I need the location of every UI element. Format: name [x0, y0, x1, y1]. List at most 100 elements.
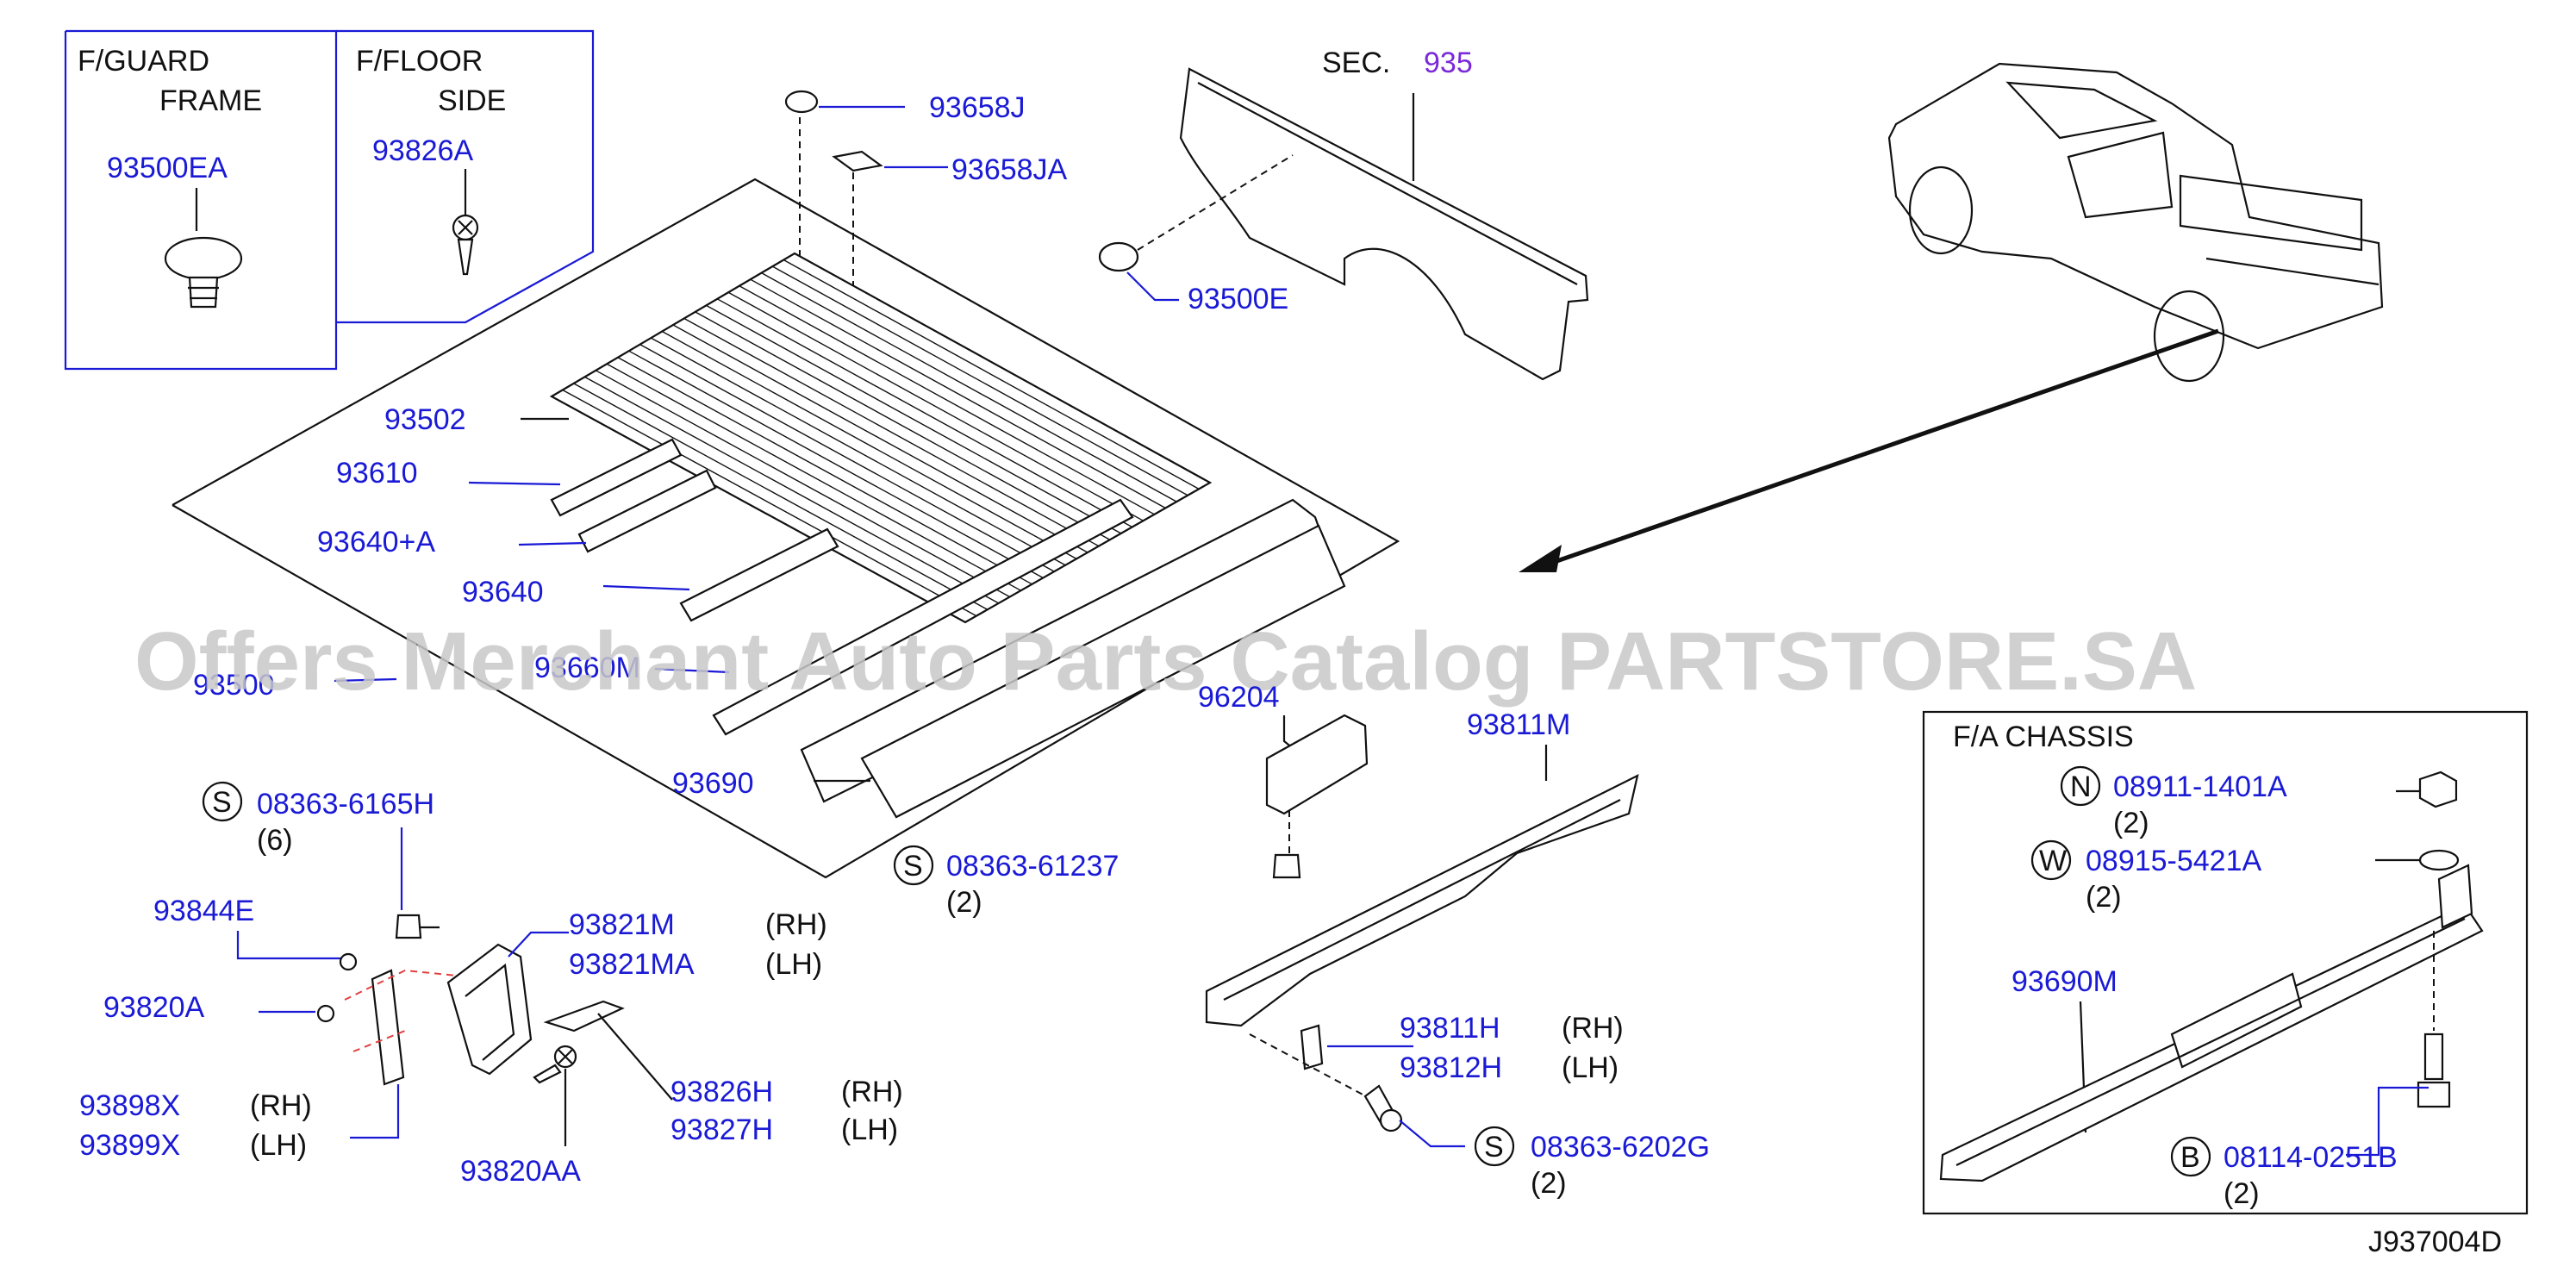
truck-illustration [1887, 62, 2384, 383]
floor-rib [750, 278, 1166, 509]
floor-rib [716, 298, 1132, 528]
floor-rib [651, 337, 1066, 566]
inset-chassis-title: F/A CHASSIS [1953, 721, 2134, 753]
fastener-s-08363-6165H: S 08363-6165H (6) [202, 781, 440, 939]
part-label-93690M[interactable]: 93690M [2012, 965, 2118, 998]
fender-panel [1179, 67, 1589, 381]
bracket-93826H [543, 1000, 673, 1101]
part-label-96204[interactable]: 96204 [1198, 681, 1280, 714]
rail-93811M [1205, 773, 1639, 1027]
part-label-08363-6165H[interactable]: 08363-6165H [257, 788, 434, 820]
badge-s: S [1484, 1131, 1504, 1164]
part-label-08363-6202G[interactable]: 08363-6202G [1531, 1131, 1710, 1164]
qty-08915-5421A: (2) [2086, 881, 2122, 914]
part-label-93898X[interactable]: 93898X [79, 1089, 180, 1122]
floor-rib [606, 363, 1021, 591]
qty-08363-6202G: (2) [1531, 1167, 1567, 1200]
floor-rib [672, 324, 1088, 553]
floor-rib [661, 330, 1077, 559]
part-label-93690[interactable]: 93690 [672, 767, 754, 800]
part-label-93899X[interactable]: 93899X [79, 1129, 180, 1162]
sec-prefix: SEC. [1322, 47, 1390, 79]
sec-number[interactable]: 935 [1424, 47, 1473, 79]
bolt-08114-0251B [2417, 1033, 2451, 1108]
fastener-s-08363-61237: S 08363-61237 (2) [893, 845, 1119, 919]
floor-rib [727, 291, 1144, 521]
bolt-08363-6202G [1363, 1084, 1465, 1148]
side-rh-93826H: (RH) [841, 1076, 903, 1108]
cross-members [550, 438, 1346, 819]
qty-08911-1401A: (2) [2113, 807, 2149, 839]
part-label-93658J[interactable]: 93658J [929, 91, 1026, 124]
inset-chassis: F/A CHASSIS N 08911-1401A (2) W 08915-54… [1922, 710, 2529, 1215]
floor-rib [761, 272, 1177, 502]
floor-rib [695, 311, 1111, 540]
part-label-08363-61237[interactable]: 08363-61237 [946, 850, 1119, 883]
qty-08363-6165H: (6) [257, 824, 293, 857]
floor-rib [584, 376, 1000, 604]
part-label-08114-0251B[interactable]: 08114-0251B [2224, 1141, 2398, 1174]
floor-rib [639, 344, 1055, 572]
floor-rib [562, 389, 977, 617]
washer-icon [2418, 849, 2460, 871]
part-label-93502[interactable]: 93502 [384, 403, 466, 436]
part-93658J: 93658J [784, 90, 1026, 328]
part-label-93821M[interactable]: 93821M [569, 908, 675, 941]
inset-ffloor-title-2: SIDE [438, 84, 506, 117]
bed-floor-93502 [549, 252, 1213, 624]
part-label-93827H[interactable]: 93827H [671, 1114, 773, 1146]
part-label-93640[interactable]: 93640 [462, 576, 544, 608]
badge-w: W [2039, 845, 2067, 877]
floor-rib [595, 370, 1010, 598]
inset-guard-floor: F/GUARD FRAME 93500EA F/FLOOR SIDE 93826… [64, 29, 595, 371]
part-label-08915-5421A[interactable]: 08915-5421A [2086, 845, 2262, 877]
bracket-93898X [350, 969, 405, 1139]
floor-rib [783, 259, 1200, 490]
part-label-93610[interactable]: 93610 [336, 457, 418, 490]
part-label-93826H[interactable]: 93826H [671, 1076, 773, 1108]
part-label-93500[interactable]: 93500 [193, 669, 275, 702]
side-lh-93899X: (LH) [250, 1129, 307, 1162]
part-label-93811M[interactable]: 93811M [1467, 708, 1570, 741]
hinge-93821M [344, 931, 569, 1076]
part-93500E: 93500E [1098, 154, 1294, 315]
fastener-s-08363-6202G: S 08363-6202G (2) [1474, 1126, 1710, 1200]
side-rh-93821M: (RH) [765, 908, 827, 941]
floor-rib [772, 265, 1188, 496]
screw-icon [452, 214, 479, 276]
qty-08363-61237: (2) [946, 886, 982, 919]
part-label-08911-1401A[interactable]: 08911-1401A [2113, 771, 2287, 803]
part-label-93820A[interactable]: 93820A [103, 991, 205, 1024]
part-label-93500E[interactable]: 93500E [1188, 283, 1288, 315]
part-label-93500EA[interactable]: 93500EA [107, 152, 228, 184]
bracket-96204 [1265, 714, 1369, 879]
part-label-93820AA[interactable]: 93820AA [460, 1155, 581, 1188]
part-label-93821MA[interactable]: 93821MA [569, 948, 695, 981]
part-label-93811H[interactable]: 93811H [1400, 1012, 1500, 1045]
floor-rib [617, 357, 1032, 585]
part-label-93660M[interactable]: 93660M [534, 652, 640, 684]
badge-b: B [2180, 1141, 2200, 1174]
badge-n: N [2070, 771, 2092, 803]
part-label-93658JA[interactable]: 93658JA [951, 153, 1068, 186]
floor-rib [739, 285, 1155, 515]
part-label-93826A[interactable]: 93826A [372, 134, 474, 167]
part-label-93640A[interactable]: 93640+A [317, 526, 435, 558]
nut-icon [2418, 771, 2458, 808]
watermark: Offers Merchant Auto Parts Catalog PARTS… [134, 615, 2197, 708]
badge-s: S [212, 786, 232, 819]
inset-fguard-title-1: F/GUARD [78, 45, 209, 78]
side-lh-93812H: (LH) [1562, 1051, 1619, 1084]
side-rh-93811H: (RH) [1562, 1012, 1624, 1045]
clip-icon [164, 236, 243, 309]
qty-08114-0251B: (2) [2224, 1177, 2260, 1210]
floor-rib [706, 304, 1122, 534]
location-arrow [1519, 328, 2219, 572]
floor-assembly-outline [172, 178, 1400, 879]
diagram-id: J937004D [2368, 1226, 2502, 1258]
frame-93690M [1939, 864, 2484, 1182]
part-label-93812H[interactable]: 93812H [1400, 1051, 1502, 1084]
badge-s: S [903, 850, 923, 883]
part-label-93844E[interactable]: 93844E [153, 895, 254, 927]
